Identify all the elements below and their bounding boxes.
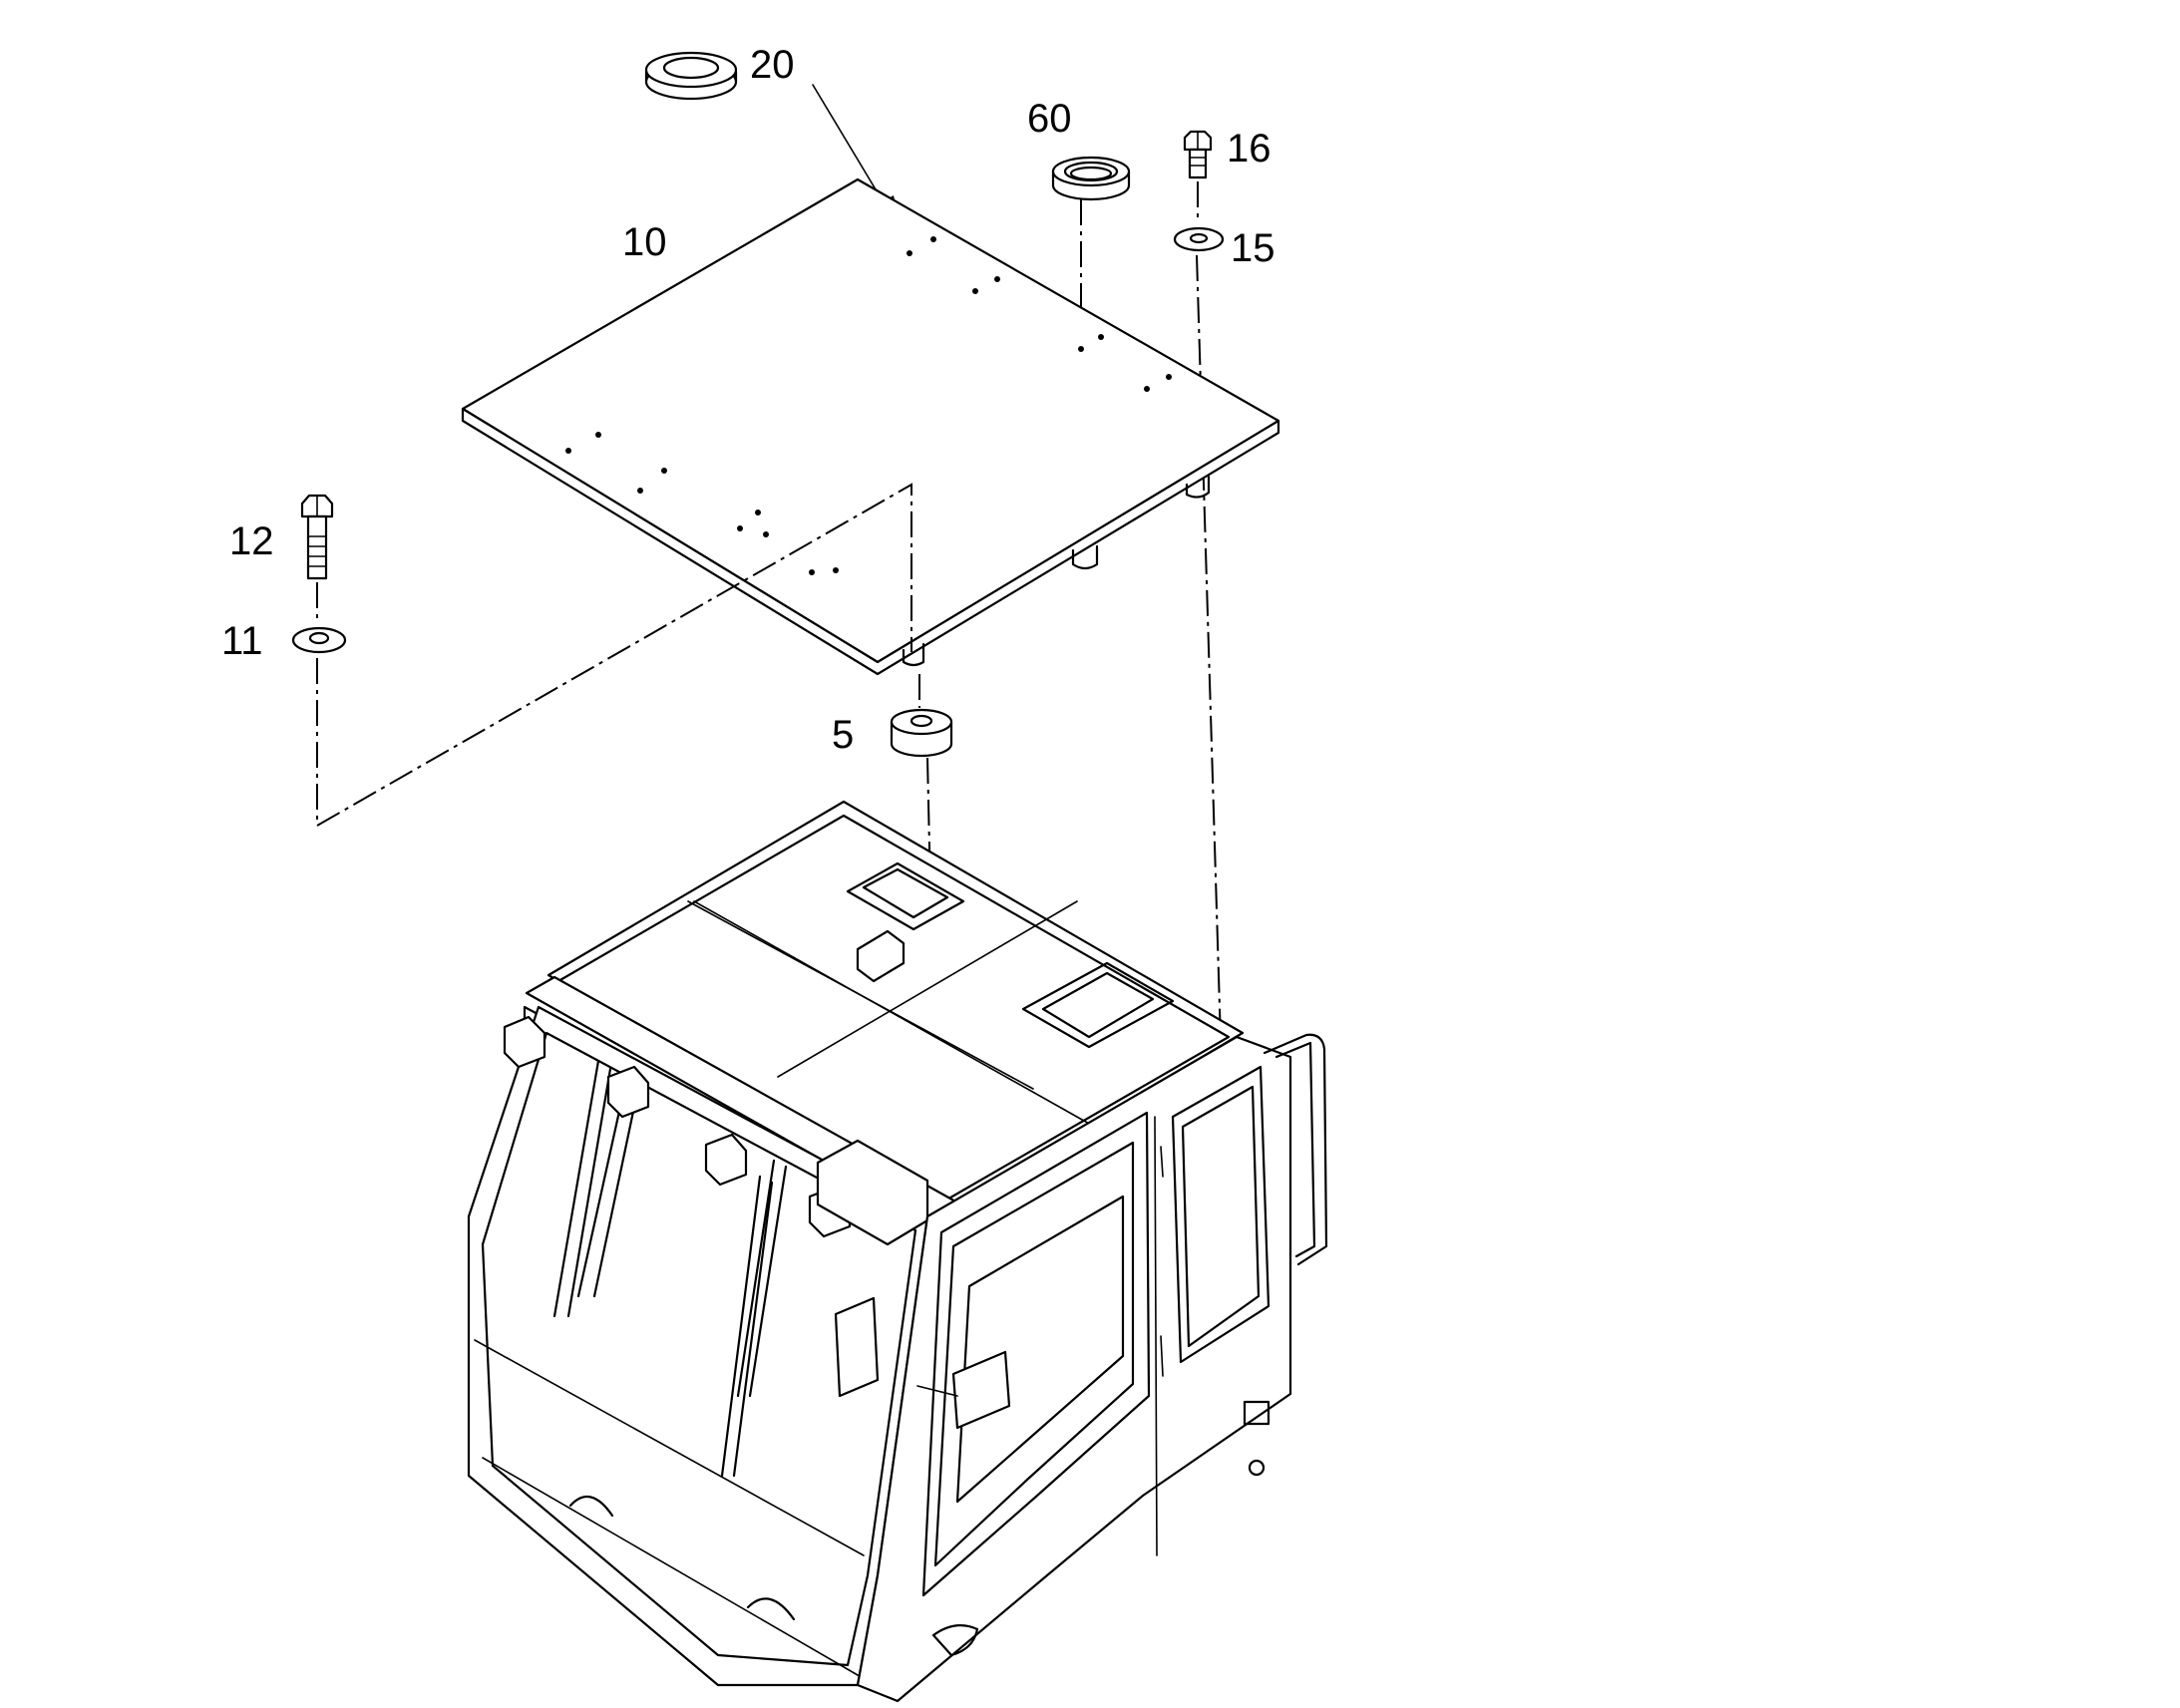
callout-20[interactable]: 20 [750,43,795,87]
callout-12[interactable]: 12 [229,519,274,563]
part-60-plug[interactable] [1051,156,1131,201]
cab-assembly [467,800,1328,1703]
part-15-washer[interactable] [1173,226,1225,252]
callout-10[interactable]: 10 [622,220,667,264]
part-5-rubber-mount[interactable] [890,708,953,758]
callout-11[interactable]: 11 [221,619,263,663]
part-11-washer[interactable] [291,626,347,654]
callout-15[interactable]: 15 [1231,226,1275,270]
centerline-11-route [316,483,912,828]
part-12-bolt[interactable] [300,494,334,580]
roof-plate-holes [565,236,1172,575]
callout-5[interactable]: 5 [832,713,854,757]
centerline-15 [1196,254,1222,1042]
part-10-roof-plate[interactable] [461,177,1280,676]
callout-16[interactable]: 16 [1227,127,1272,171]
callout-60[interactable]: 60 [1027,97,1072,141]
part-20-grommet[interactable] [644,51,738,101]
part-16-bolt[interactable] [1183,130,1213,179]
